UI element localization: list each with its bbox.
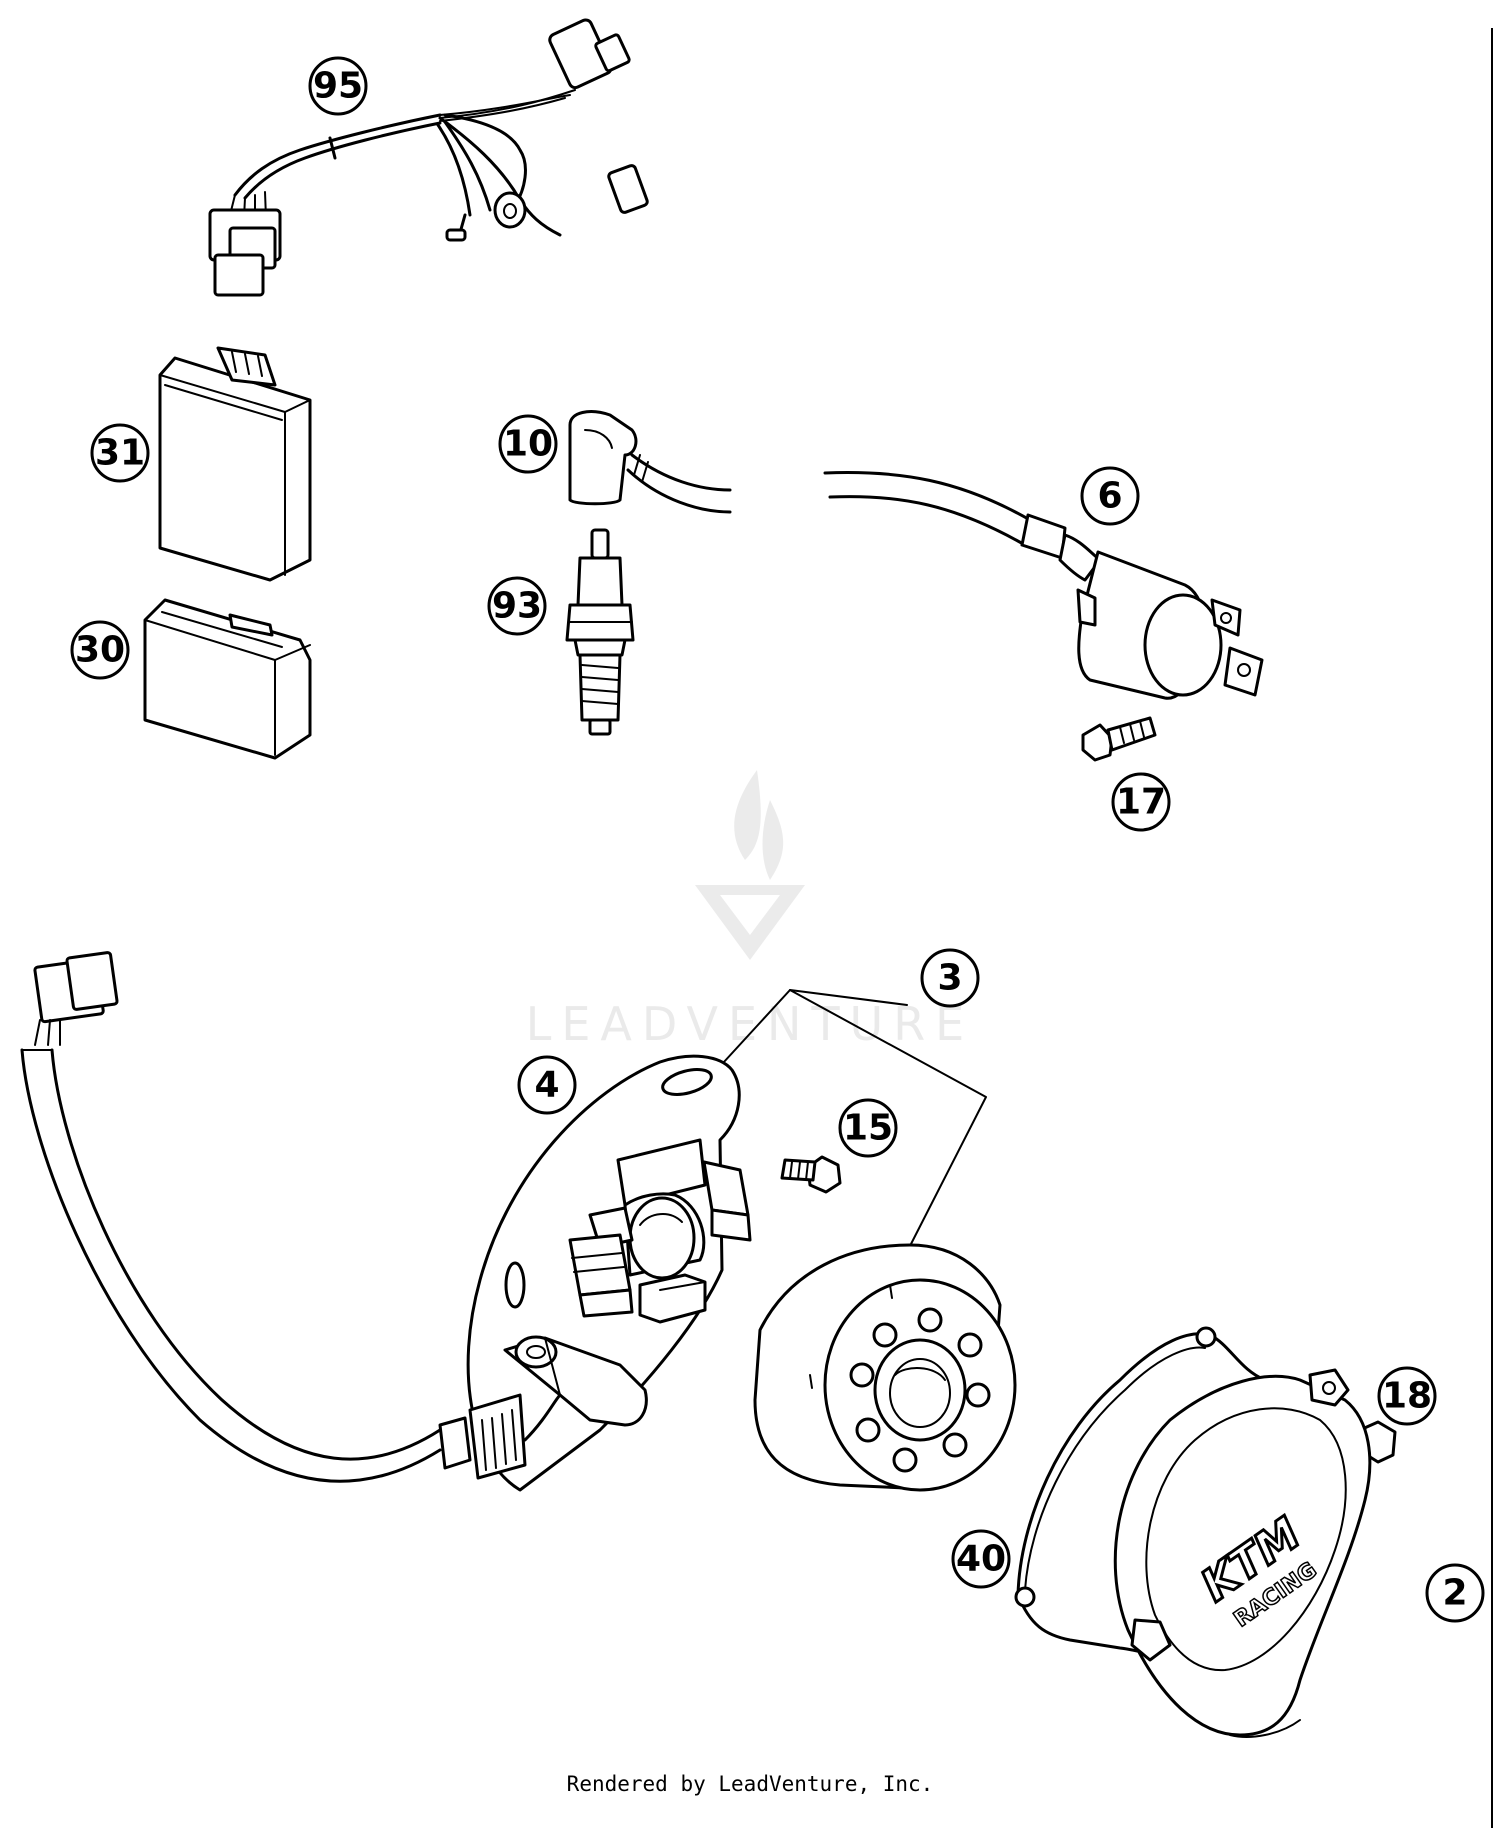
leadventure-watermark: LEADVENTURE xyxy=(526,770,975,1051)
callout-2-label: 2 xyxy=(1442,1573,1467,1614)
callout-30-label: 30 xyxy=(75,630,125,671)
callout-6-label: 6 xyxy=(1097,476,1122,517)
callout-30[interactable]: 30 xyxy=(70,620,130,680)
ignition-coil xyxy=(823,471,1264,700)
callout-10-label: 10 xyxy=(503,424,553,465)
callout-95[interactable]: 95 xyxy=(308,56,368,116)
wire-harness xyxy=(208,18,649,297)
callout-17[interactable]: 17 xyxy=(1111,772,1171,832)
callout-18[interactable]: 18 xyxy=(1377,1366,1437,1426)
stator-screw xyxy=(780,1155,842,1194)
callout-15-label: 15 xyxy=(843,1108,893,1149)
watermark-text: LEADVENTURE xyxy=(526,997,975,1051)
callout-17-label: 17 xyxy=(1116,782,1166,823)
callout-93-label: 93 xyxy=(492,586,542,627)
stator-cable xyxy=(20,951,562,1483)
callout-4-label: 4 xyxy=(534,1065,559,1106)
callout-95-label: 95 xyxy=(313,66,363,107)
right-border-rule xyxy=(1491,28,1493,1828)
callout-18-label: 18 xyxy=(1382,1376,1432,1417)
rotor xyxy=(753,1243,1017,1492)
callout-15[interactable]: 15 xyxy=(838,1098,898,1158)
callout-6[interactable]: 6 xyxy=(1080,466,1140,526)
callout-31[interactable]: 31 xyxy=(90,423,150,483)
cdi-unit xyxy=(158,346,312,582)
callout-3[interactable]: 3 xyxy=(920,948,980,1008)
callout-2[interactable]: 2 xyxy=(1425,1563,1485,1623)
rubber-buffer xyxy=(143,598,312,760)
footer-credit: Rendered by LeadVenture, Inc. xyxy=(566,1772,934,1796)
spark-plug xyxy=(565,528,635,736)
callout-3-label: 3 xyxy=(937,958,962,999)
callout-40[interactable]: 40 xyxy=(951,1529,1011,1589)
stator-plate xyxy=(466,1054,752,1492)
callout-4[interactable]: 4 xyxy=(517,1055,577,1115)
callout-31-label: 31 xyxy=(95,433,145,474)
ignition-cover: KTM RACING xyxy=(1113,1368,1372,1738)
callout-10[interactable]: 10 xyxy=(498,414,558,474)
callout-3-leaders xyxy=(711,989,987,1245)
spark-plug-cap xyxy=(568,410,732,514)
callout-40-label: 40 xyxy=(956,1539,1006,1580)
coil-screw xyxy=(1081,716,1157,762)
callout-93[interactable]: 93 xyxy=(487,576,547,636)
